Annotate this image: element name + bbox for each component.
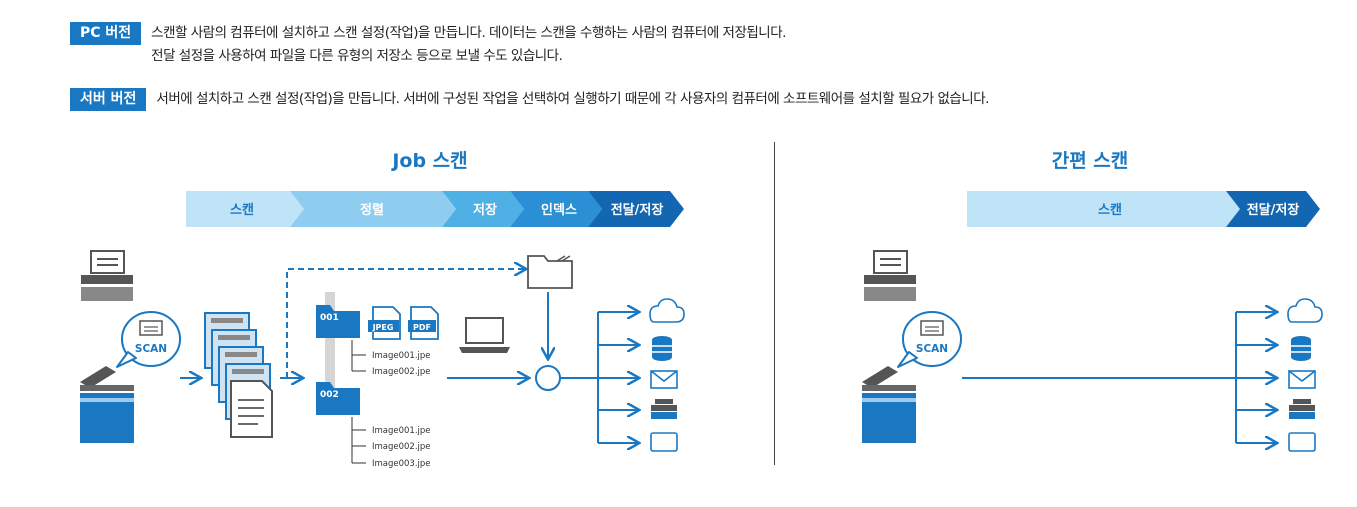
easy-step-scan-label: 스캔 <box>1098 202 1122 218</box>
pc-version-line-2: 전달 설정을 사용하여 파일을 다른 유형의 저장소 등으로 보낼 수도 있습니… <box>151 48 563 64</box>
mail-icon <box>1288 370 1316 389</box>
step-index-label: 인덱스 <box>541 202 577 218</box>
database-icon <box>1291 336 1311 361</box>
scanner-icon <box>80 366 134 443</box>
step-scan <box>186 191 304 227</box>
folder-001: 001 Image001.jpe Image002.jpe <box>316 305 431 377</box>
folder-001-file-2: Image002.jpe <box>372 367 431 377</box>
stacked-pages-icon <box>204 312 273 438</box>
folder-001-label: 001 <box>320 313 339 323</box>
step-index <box>510 191 602 227</box>
step-sort <box>290 191 456 227</box>
folder-icon <box>316 305 360 338</box>
step-save <box>442 191 524 227</box>
database-icon <box>652 336 672 361</box>
easy-step-scan <box>967 191 1240 227</box>
laptop-icon <box>459 317 510 353</box>
job-scan-step-bar: 스캔 정렬 저장 인덱스 전달/저장 <box>186 191 684 227</box>
section-divider <box>774 142 775 465</box>
easy-step-deliver <box>1226 191 1320 227</box>
mail-icon <box>650 370 678 389</box>
easy-delivery-branches <box>1235 312 1276 443</box>
server-version-badge: 서버 버전 <box>70 88 147 111</box>
server-version-row: 서버 버전 서버에 설치하고 스캔 설정(작업)을 만듭니다. 서버에 구성된 … <box>70 88 989 111</box>
pc-version-line-1: 스캔할 사람의 컴퓨터에 설치하고 스캔 설정(작업)을 만듭니다. 데이터는 … <box>151 25 786 41</box>
page-icon <box>139 320 163 336</box>
server-version-description: 서버에 설치하고 스캔 설정(작업)을 만듭니다. 서버에 구성된 작업을 선택… <box>156 88 989 111</box>
step-sort-label: 정렬 <box>360 202 384 218</box>
storage-icon <box>650 432 678 452</box>
easy-scanner-icon <box>862 366 916 443</box>
file-type-icons: JPEG PDF <box>368 306 439 340</box>
easy-scan-bubble-label: SCAN <box>916 343 948 355</box>
printer-icon <box>81 250 133 301</box>
step-deliver-label: 전달/저장 <box>611 202 664 218</box>
jpeg-icon: JPEG <box>372 323 394 332</box>
folder-001-file-1: Image001.jpe <box>372 351 431 361</box>
pc-version-row: PC 버전 스캔할 사람의 컴퓨터에 설치하고 스캔 설정(작업)을 만듭니다.… <box>70 22 786 68</box>
pc-version-badge: PC 버전 <box>70 22 142 45</box>
folder-icon <box>316 382 360 415</box>
folder-002-file-3: Image003.jpe <box>372 459 431 469</box>
server-version-line-1: 서버에 설치하고 스캔 설정(작업)을 만듭니다. 서버에 구성된 작업을 선택… <box>156 91 989 107</box>
scan-bubble: SCAN <box>116 311 181 368</box>
job-delivery-branches <box>597 312 638 443</box>
job-destination-icons <box>649 298 685 452</box>
easy-scan-title: 간편 스캔 <box>1051 150 1129 172</box>
network-folder-icon <box>527 255 573 289</box>
folder-002: 002 Image001.jpe Image002.jpe Image003.j… <box>316 382 431 469</box>
job-scan-title: Job 스캔 <box>392 150 468 172</box>
sort-column <box>325 292 335 408</box>
cloud-icon <box>649 298 685 323</box>
pc-version-description: 스캔할 사람의 컴퓨터에 설치하고 스캔 설정(작업)을 만듭니다. 데이터는 … <box>151 22 786 68</box>
pdf-icon: PDF <box>413 323 431 332</box>
easy-printer-icon <box>864 250 916 301</box>
folder-002-file-1: Image001.jpe <box>372 426 431 436</box>
fax-icon <box>1289 399 1315 419</box>
step-scan-label: 스캔 <box>230 202 254 218</box>
page-icon <box>920 320 944 336</box>
step-deliver <box>588 191 684 227</box>
folder-002-label: 002 <box>320 390 339 400</box>
easy-step-deliver-label: 전달/저장 <box>1247 202 1300 218</box>
cloud-icon <box>1287 298 1323 323</box>
step-save-label: 저장 <box>473 202 497 218</box>
easy-scan-step-bar: 스캔 전달/저장 <box>967 191 1320 227</box>
delivery-hub <box>535 365 561 391</box>
folder-002-file-2: Image002.jpe <box>372 442 431 452</box>
fax-icon <box>651 399 677 419</box>
easy-scan-bubble: SCAN <box>897 311 962 368</box>
scan-bubble-label: SCAN <box>135 343 167 355</box>
easy-destination-icons <box>1287 298 1323 452</box>
storage-icon <box>1288 432 1316 452</box>
